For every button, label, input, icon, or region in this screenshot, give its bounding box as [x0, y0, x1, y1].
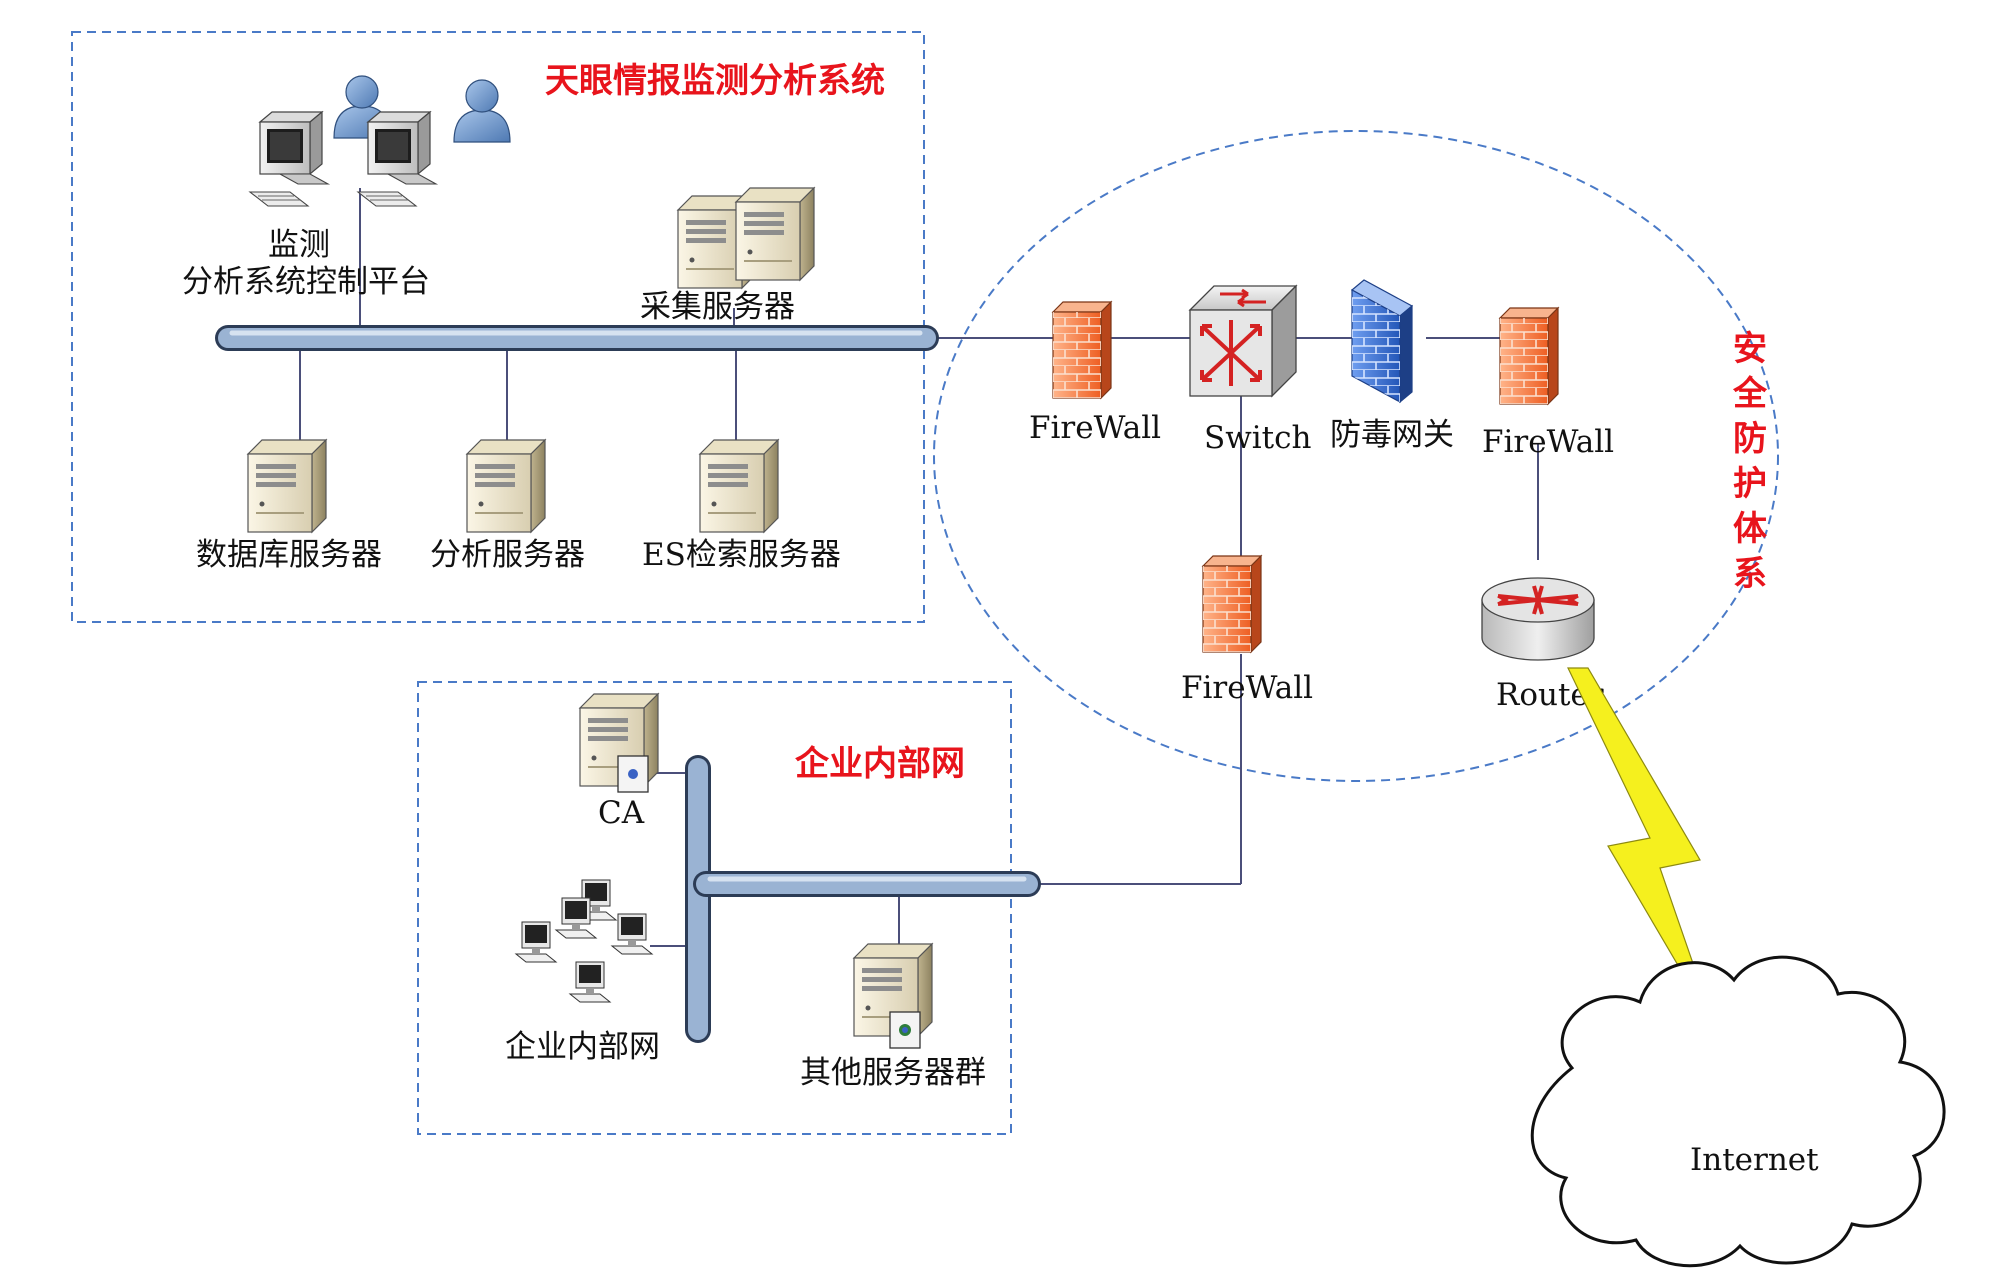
antivirus-gateway-label: 防毒网关 [1330, 417, 1454, 453]
ca-server-icon [579, 693, 659, 793]
security-title-char-2: 全 [1732, 374, 1768, 414]
collect-server-label: 采集服务器 [640, 289, 795, 325]
intranet-pc-icon [515, 921, 557, 963]
security-title-char-3: 防 [1733, 419, 1767, 459]
router-icon [1481, 577, 1595, 661]
es-server-icon [699, 439, 779, 533]
firewall-3-label: FireWall [1181, 670, 1313, 706]
intranet-pc-icon [555, 897, 597, 939]
control-platform [249, 75, 511, 207]
control-pc-1 [249, 111, 329, 207]
security-title-char-6: 系 [1733, 554, 1767, 594]
switch-icon [1188, 284, 1298, 398]
control-platform-label-line1: 监测 [268, 227, 330, 263]
control-pc-2 [357, 111, 437, 207]
security-title-char-4: 护 [1733, 464, 1767, 504]
security-system-zone [933, 130, 1779, 782]
intranet-pc-icon [611, 913, 653, 955]
security-title-char-1: 安 [1733, 329, 1767, 369]
es-server-label: ES检索服务器 [642, 537, 841, 573]
user-icon [453, 79, 511, 143]
security-title-char-5: 体 [1733, 509, 1767, 549]
db-server-icon [247, 439, 327, 533]
other-servers-label: 其他服务器群 [800, 1055, 986, 1091]
db-server-label: 数据库服务器 [196, 537, 382, 573]
analysis-zone-title: 天眼情报监测分析系统 [545, 61, 885, 101]
security-zone-title: 安 全 防 护 体 系 [1732, 329, 1768, 594]
analysis-server-icon [466, 439, 546, 533]
firewall-1-label: FireWall [1029, 410, 1161, 446]
switch-label: Switch [1204, 420, 1312, 456]
firewall-2-icon [1499, 307, 1559, 405]
ca-label: CA [598, 795, 645, 831]
analysis-server-label: 分析服务器 [430, 537, 585, 573]
intranet-pcs-label: 企业内部网 [505, 1029, 660, 1065]
control-platform-label-line2: 分析系统控制平台 [182, 264, 430, 300]
intranet-horizontal-bus [693, 871, 1041, 897]
antivirus-gateway-icon [1350, 279, 1414, 404]
main-backbone-bus [215, 325, 939, 351]
firewall-2-label: FireWall [1482, 424, 1614, 460]
internet-label: Internet [1690, 1142, 1819, 1178]
intranet-zone-title: 企业内部网 [795, 744, 965, 784]
firewall-3-icon [1202, 555, 1262, 653]
internet-cloud-icon [1530, 955, 1946, 1268]
intranet-zone [417, 681, 1012, 1135]
collect-server-group [677, 187, 815, 289]
other-servers-icon [853, 943, 933, 1049]
intranet-pc-icon [569, 961, 611, 1003]
internet-lightning-link [1567, 667, 1717, 1031]
intranet-pc-cluster [515, 879, 653, 1003]
collect-server-icon [735, 187, 815, 281]
firewall-1-icon [1052, 301, 1112, 399]
